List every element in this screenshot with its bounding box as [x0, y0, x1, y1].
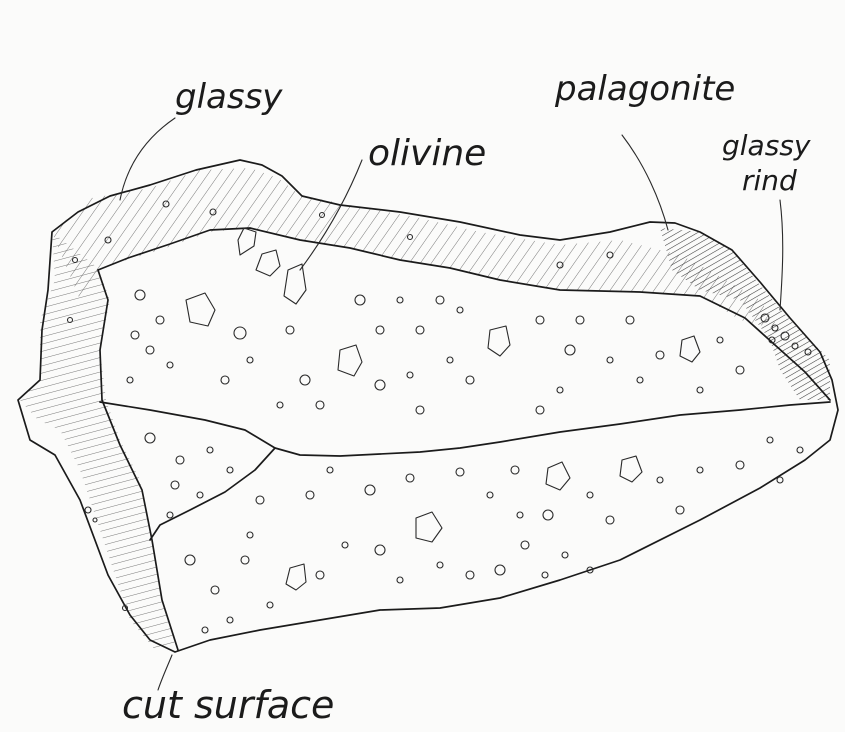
label-olivine: olivine	[368, 133, 486, 174]
label-palagonite: palagonite	[554, 69, 735, 109]
glassy-crust-left	[20, 232, 175, 650]
lower-block-edge	[150, 448, 275, 540]
label-glassy-rind-line2: rind	[742, 164, 797, 197]
label-glassy: glassy	[175, 77, 283, 117]
small-crystals	[127, 290, 803, 633]
label-glassy-rind-line1: glassy	[722, 129, 811, 162]
label-cut-surface: cut surface	[122, 683, 334, 727]
leader-glassy-rind	[780, 200, 783, 310]
fracture-line	[100, 402, 830, 456]
leader-palagonite	[622, 135, 668, 230]
